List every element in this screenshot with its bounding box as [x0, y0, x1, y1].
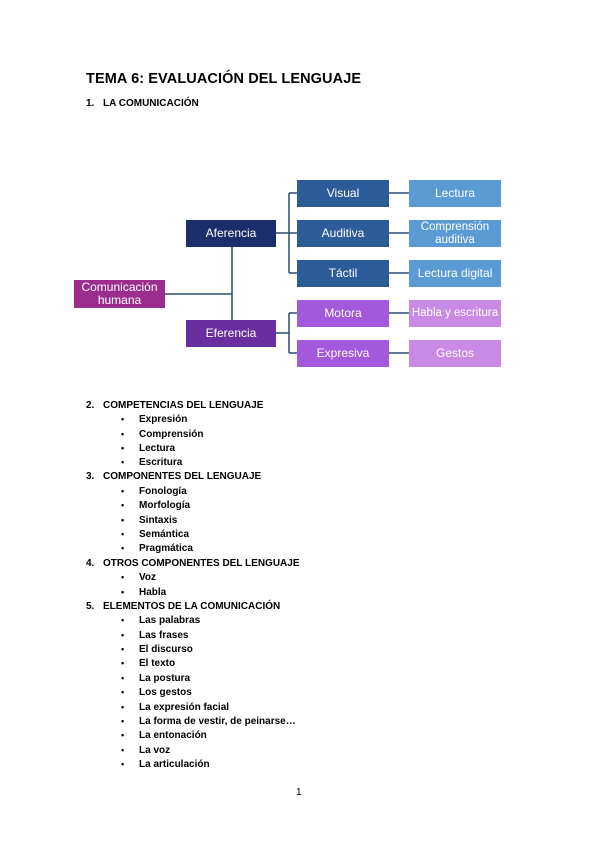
bullet-icon: • — [121, 759, 125, 769]
list-item-text: Semántica — [139, 529, 190, 540]
list-item-text: Expresión — [139, 414, 188, 425]
list-item-text: Pragmática — [139, 543, 193, 554]
section-label: COMPETENCIAS DEL LENGUAJE — [103, 400, 264, 411]
section-heading-4: 4. OTROS COMPONENTES DEL LENGUAJE — [86, 558, 300, 569]
bullet-icon: • — [121, 429, 125, 439]
list-item: • Fonología — [121, 486, 187, 497]
bullet-icon: • — [121, 658, 125, 668]
node-gestos: Gestos — [409, 340, 501, 367]
bullet-icon: • — [121, 515, 125, 525]
list-item: • Los gestos — [121, 687, 192, 698]
list-item: • El discurso — [121, 644, 193, 655]
list-item-text: El texto — [139, 658, 176, 669]
list-item: • Pragmática — [121, 543, 193, 554]
section-number: 2. — [86, 400, 95, 411]
section-number: 5. — [86, 601, 95, 612]
bullet-icon: • — [121, 572, 125, 582]
section-heading-3: 3. COMPONENTES DEL LENGUAJE — [86, 471, 261, 482]
list-item: • La forma de vestir, de peinarse… — [121, 716, 296, 727]
bullet-icon: • — [121, 673, 125, 683]
list-item: • Morfología — [121, 500, 190, 511]
bullet-icon: • — [121, 529, 125, 539]
list-item-text: El discurso — [139, 644, 193, 655]
list-item-text: Las frases — [139, 630, 189, 641]
section-label: ELEMENTOS DE LA COMUNICACIÓN — [103, 601, 281, 612]
list-item: • Comprensión — [121, 429, 203, 440]
node-visual: Visual — [297, 180, 389, 207]
bullet-icon: • — [121, 414, 125, 424]
list-item-text: La forma de vestir, de peinarse… — [139, 716, 296, 727]
section-label: COMPONENTES DEL LENGUAJE — [103, 471, 262, 482]
list-item-text: La voz — [139, 745, 171, 756]
node-auditiva: Auditiva — [297, 220, 389, 247]
node-lectura-digital: Lectura digital — [409, 260, 501, 287]
list-item: • Las palabras — [121, 615, 200, 626]
bullet-icon: • — [121, 644, 125, 654]
list-item: • La voz — [121, 745, 170, 756]
list-item-text: Voz — [139, 572, 157, 583]
bullet-icon: • — [121, 687, 125, 697]
list-item-text: La entonación — [139, 730, 207, 741]
list-item-text: Los gestos — [139, 687, 192, 698]
bullet-icon: • — [121, 543, 125, 553]
list-item: • Escritura — [121, 457, 182, 468]
section-heading-5: 5. ELEMENTOS DE LA COMUNICACIÓN — [86, 601, 280, 612]
bullet-icon: • — [121, 443, 125, 453]
bullet-icon: • — [121, 457, 125, 467]
node-eferencia: Eferencia — [186, 320, 276, 347]
list-item: • El texto — [121, 658, 175, 669]
bullet-icon: • — [121, 716, 125, 726]
node-comunicacion-humana: Comunicación humana — [74, 280, 165, 308]
list-item-text: La postura — [139, 673, 191, 684]
list-item: • La entonación — [121, 730, 207, 741]
list-item: • La expresión facial — [121, 702, 229, 713]
list-item: • Las frases — [121, 630, 188, 641]
bullet-icon: • — [121, 486, 125, 496]
list-item: • La articulación — [121, 759, 210, 770]
list-item: • La postura — [121, 673, 190, 684]
section-number: 1. — [86, 98, 95, 109]
list-item-text: La articulación — [139, 759, 210, 770]
bullet-icon: • — [121, 630, 125, 640]
list-item-text: Las palabras — [139, 615, 201, 626]
section-heading-2: 2. COMPETENCIAS DEL LENGUAJE — [86, 400, 263, 411]
bullet-icon: • — [121, 730, 125, 740]
list-item: • Habla — [121, 587, 166, 598]
node-comprension-auditiva: Comprensión auditiva — [409, 220, 501, 247]
list-item-text: Lectura — [139, 443, 176, 454]
list-item-text: Fonología — [139, 486, 187, 497]
node-habla-escritura: Habla y escritura — [409, 300, 501, 327]
node-expresiva: Expresiva — [297, 340, 389, 367]
bullet-icon: • — [121, 500, 125, 510]
bullet-icon: • — [121, 745, 125, 755]
bullet-icon: • — [121, 587, 125, 597]
page-number: 1 — [296, 787, 302, 798]
list-item-text: Sintaxis — [139, 515, 178, 526]
document-title: TEMA 6: EVALUACIÓN DEL LENGUAJE — [86, 71, 362, 87]
list-item: • Semántica — [121, 529, 189, 540]
bullet-icon: • — [121, 615, 125, 625]
list-item-text: Comprensión — [139, 429, 204, 440]
list-item-text: Escritura — [139, 457, 183, 468]
list-item-text: La expresión facial — [139, 702, 230, 713]
section-label: OTROS COMPONENTES DEL LENGUAJE — [103, 558, 300, 569]
list-item-text: Morfología — [139, 500, 191, 511]
list-item: • Voz — [121, 572, 156, 583]
section-number: 4. — [86, 558, 95, 569]
list-item: • Lectura — [121, 443, 175, 454]
node-tactil: Táctil — [297, 260, 389, 287]
node-aferencia: Aferencia — [186, 220, 276, 247]
node-lectura: Lectura — [409, 180, 501, 207]
section-label: LA COMUNICACIÓN — [103, 98, 199, 109]
list-item: • Expresión — [121, 414, 187, 425]
node-motora: Motora — [297, 300, 389, 327]
section-heading-1: 1. LA COMUNICACIÓN — [86, 98, 199, 109]
list-item-text: Habla — [139, 587, 167, 598]
section-number: 3. — [86, 471, 95, 482]
bullet-icon: • — [121, 702, 125, 712]
list-item: • Sintaxis — [121, 515, 177, 526]
